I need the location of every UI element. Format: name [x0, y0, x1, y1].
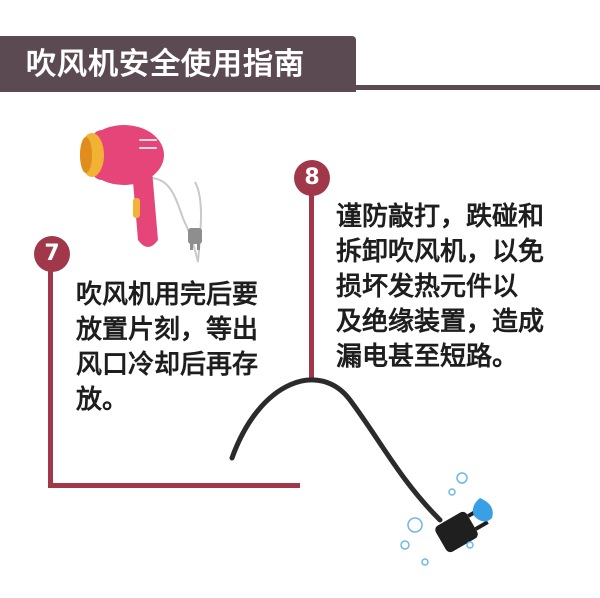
- hair-dryer-icon: [80, 125, 202, 263]
- step8-vertical-line: [309, 194, 314, 380]
- power-plug-icon: [188, 228, 202, 250]
- header-divider: [350, 85, 600, 90]
- water-drop-icon: [400, 472, 493, 566]
- power-plug-icon: [435, 507, 489, 553]
- step-number-badge: 8: [294, 160, 330, 196]
- tip-text: 谨防敲打，跌碰和 拆卸吹风机，以免 损坏发热元件以 及绝缘装置，造成 漏电甚至短…: [336, 202, 545, 372]
- step7-horizontal-line: [48, 483, 300, 488]
- header-banner: [0, 36, 356, 92]
- page-title: 吹风机安全使用指南: [26, 47, 305, 82]
- tip-text: 吹风机用完后要 放置片刻，等出 风口冷却后再存 放。: [76, 280, 259, 415]
- step-number-badge: 7: [34, 236, 70, 272]
- step7-vertical-line: [48, 270, 53, 488]
